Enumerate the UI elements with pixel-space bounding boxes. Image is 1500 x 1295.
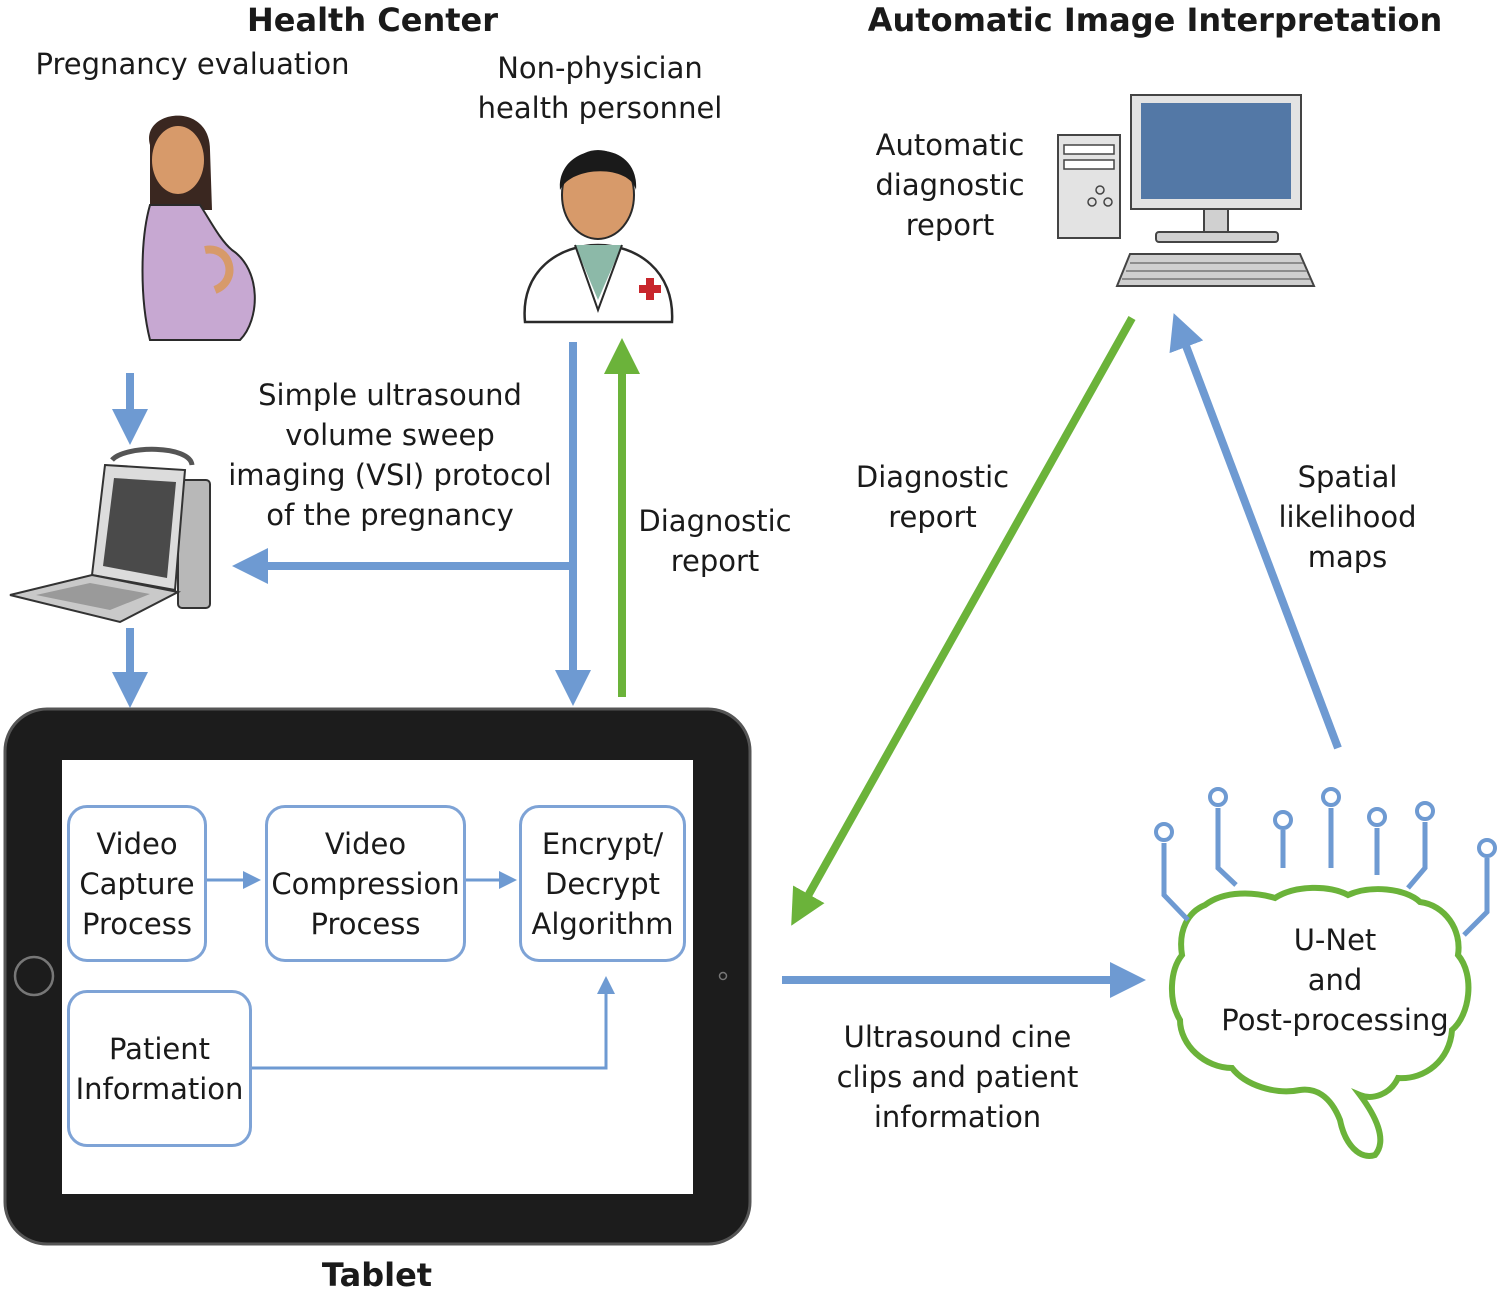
tablet-device-icon	[3, 707, 752, 1246]
ultrasound-machine-icon	[9, 446, 211, 624]
spatial-likelihood-label: Spatial likelihood maps	[1278, 460, 1417, 574]
pregnancy-evaluation-label: Pregnancy evaluation	[35, 47, 350, 81]
vsi-protocol-label: Simple ultrasound volume sweep imaging (…	[228, 378, 552, 532]
green-arrows	[604, 316, 1136, 926]
desktop-computer-icon	[1057, 94, 1316, 287]
health-center-title: Health Center	[246, 1, 498, 39]
tablet-title: Tablet	[321, 1256, 433, 1294]
encrypt-decrypt-box: Encrypt/ Decrypt Algorithm	[519, 805, 686, 962]
ultrasound-cine-label: Ultrasound cine clips and patient inform…	[836, 1020, 1079, 1134]
video-capture-box: Video Capture Process	[67, 805, 207, 962]
personnel-label: Non-physician health personnel	[477, 51, 723, 125]
automatic-report-label: Automatic diagnostic report	[875, 128, 1025, 242]
patient-information-box: Patient Information	[67, 990, 252, 1147]
blue-arrows	[112, 313, 1342, 998]
neural-network-brain-icon	[1154, 787, 1497, 1159]
pregnant-woman-icon	[141, 115, 256, 341]
diagnostic-report-left-label: Diagnostic report	[638, 504, 792, 578]
diagnostic-report-mid-label: Diagnostic report	[855, 460, 1010, 534]
health-worker-icon	[523, 150, 674, 324]
tablet-flow-arrows	[207, 871, 615, 1070]
unet-label: U-Net and Post-processing	[1221, 923, 1449, 1037]
video-compression-box: Video Compression Process	[265, 805, 466, 962]
auto-interpretation-title: Automatic Image Interpretation	[867, 1, 1443, 39]
